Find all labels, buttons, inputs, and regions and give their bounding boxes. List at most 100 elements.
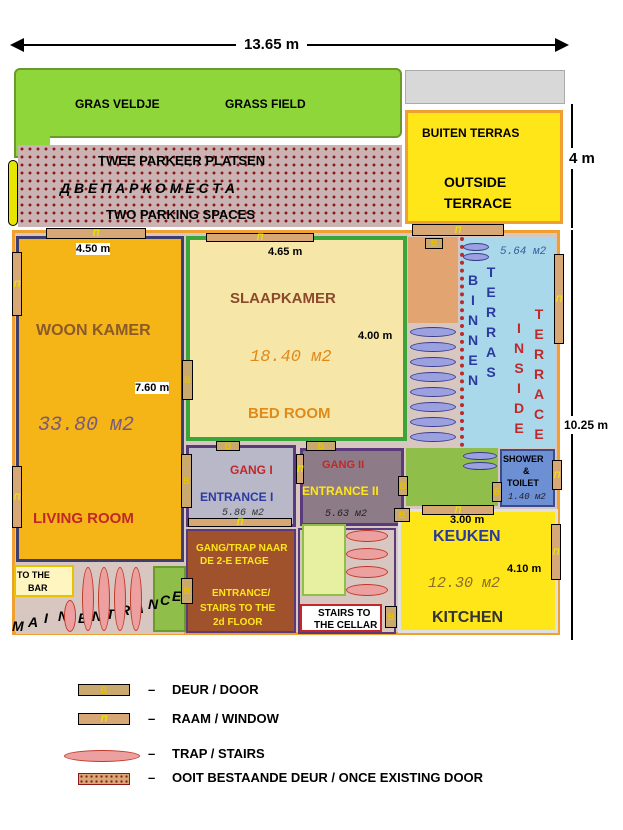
- shower-area: 1.40 м2: [508, 492, 546, 502]
- stairs-label-en-2: STAIRS TO THE: [200, 603, 276, 614]
- outside-terrace-label-en1: OUTSIDE: [444, 174, 507, 190]
- inside-terrace-terras: T E R R A S: [485, 264, 497, 380]
- bar-label-1: TO THE: [17, 570, 50, 580]
- bedroom-label-nl: SLAAPKAMER: [230, 290, 336, 307]
- stairs-room: [186, 529, 296, 633]
- cellar-label-2: THE CELLAR: [314, 620, 378, 631]
- legend-door-label: DEUR / DOOR: [172, 682, 259, 697]
- door-gang2-kitchen[interactable]: B: [394, 508, 410, 522]
- stairs-cellar-2: [346, 548, 388, 560]
- total-width-label: 13.65 m: [236, 36, 308, 53]
- cellar-stairs-box: [300, 604, 382, 632]
- arrow-right-icon: [555, 38, 569, 52]
- living-room-label-nl: WOON KAMER: [36, 322, 151, 339]
- grass-field: [14, 68, 402, 138]
- stairs-main-3: [114, 567, 126, 631]
- inside-terrace-inside: I N S I D E: [513, 320, 525, 436]
- window-gang-1: П: [188, 518, 292, 527]
- shower-label-1: SHOWER: [503, 454, 544, 464]
- window-gang-2: П: [296, 454, 304, 484]
- gang-2-label-nl: GANG II: [322, 459, 365, 471]
- gang-2-label-en: ENTRANCE II: [302, 484, 379, 498]
- stairs-terrace-4: [463, 462, 497, 470]
- door-bedroom-2[interactable]: B: [306, 441, 336, 451]
- door-gang2-right[interactable]: B: [398, 476, 408, 496]
- bedroom-depth-label: 4.00 m: [358, 330, 393, 342]
- legend-window-dash: –: [148, 711, 156, 726]
- door-cellar[interactable]: B: [385, 606, 397, 628]
- arrow-left-icon: [10, 38, 24, 52]
- inside-terrace-terrace: T E R R A C E: [533, 306, 545, 442]
- stairs-terrace-3: [463, 452, 497, 460]
- grass-label-nl: GRAS VELDJE: [75, 97, 160, 111]
- stairs-mid-5: [410, 387, 456, 397]
- stairs-terrace-2: [463, 253, 489, 261]
- legend-stairs-label: TRAP / STAIRS: [172, 746, 265, 761]
- door-living-bed[interactable]: B: [182, 360, 193, 400]
- stairs-mid-6: [410, 402, 456, 412]
- kitchen-label-nl: KEUKEN: [433, 528, 501, 545]
- door-main-entrance[interactable]: B: [181, 578, 193, 604]
- legend-once-door-label: OOIT BESTAANDE DEUR / ONCE EXISTING DOOR: [172, 770, 484, 785]
- stairs-cellar-3: [346, 566, 388, 578]
- cellar-label-1: STAIRS TO: [318, 608, 371, 619]
- main-entrance-green: [153, 566, 186, 632]
- living-room-label-en: LIVING ROOM: [33, 510, 134, 527]
- parking-side-bar: [8, 160, 18, 226]
- kitchen-label-en: KITCHEN: [432, 609, 504, 626]
- shower-label-3: TOILET: [507, 478, 539, 488]
- bedroom-area: 18.40 м2: [250, 348, 332, 367]
- window-bed-top: П: [206, 233, 314, 242]
- bar-box: [14, 565, 74, 597]
- stairs-label-nl-2: DE 2-E ETAGE: [200, 556, 269, 567]
- outside-depth-label: 4 m: [567, 148, 597, 169]
- door-gang1-living[interactable]: B: [181, 454, 192, 508]
- gang-1-label-en: ENTRANCE I: [200, 490, 274, 504]
- living-depth-label: 7.60 m: [135, 382, 170, 394]
- stairs-main-1: [82, 567, 94, 631]
- bar-label-2: BAR: [28, 583, 48, 593]
- stairs-cellar-4: [346, 584, 388, 596]
- window-living-left-1: П: [12, 252, 22, 316]
- stairs-mid-7: [410, 417, 456, 427]
- legend-door-swatch: B: [78, 684, 130, 696]
- window-terrace-top: П: [412, 224, 504, 236]
- stairs-main-2: [98, 567, 110, 631]
- bedroom-width-label: 4.65 m: [268, 246, 303, 258]
- legend-window-swatch: П: [78, 713, 130, 725]
- stairs-mid-8: [410, 432, 456, 442]
- window-right-2: П: [552, 460, 562, 490]
- legend-stairs-dash: –: [148, 746, 156, 761]
- gang-2-area: 5.63 м2: [325, 509, 368, 520]
- gang-1-label-nl: GANG I: [230, 463, 273, 477]
- stairs-mid-2: [410, 342, 456, 352]
- inside-terrace-binnen: B I N N E N: [467, 272, 479, 388]
- cellar-green-box: [302, 524, 346, 596]
- legend-door-dash: –: [148, 682, 156, 697]
- bedroom-label-en: BED ROOM: [248, 405, 331, 422]
- living-width-label: 4.50 m: [76, 243, 111, 255]
- parking-area: [18, 145, 402, 227]
- door-shower[interactable]: B: [492, 482, 502, 502]
- parking-label-en: TWO PARKING SPACES: [106, 207, 256, 222]
- corridor: [408, 237, 458, 323]
- parking-label-nl: TWEE PARKEER PLATSEN: [98, 153, 266, 168]
- stairs-label-en-1: ENTRANCE/: [212, 588, 271, 599]
- stairs-main-5: [64, 600, 76, 632]
- outside-terrace-label-en2: TERRACE: [444, 195, 512, 211]
- kitchen-depth-label: 4.10 m: [507, 563, 542, 575]
- window-right-1: П: [554, 254, 564, 344]
- inside-terrace: [460, 237, 555, 447]
- legend-once-door-dash: –: [148, 770, 156, 785]
- outside-terrace: [405, 110, 563, 224]
- legend-stairs-swatch: [64, 750, 140, 762]
- total-depth-line: [571, 230, 573, 640]
- window-living-top: П: [46, 228, 146, 239]
- outside-terrace-label-nl: BUITEN TERRAS: [422, 126, 520, 140]
- door-terrace[interactable]: B: [425, 238, 443, 249]
- living-room-area: 33.80 м2: [38, 414, 135, 437]
- stairs-terrace-1: [463, 243, 489, 251]
- grey-strip: [405, 70, 565, 104]
- window-right-3: П: [551, 524, 561, 580]
- door-bedroom-1[interactable]: B: [216, 441, 240, 451]
